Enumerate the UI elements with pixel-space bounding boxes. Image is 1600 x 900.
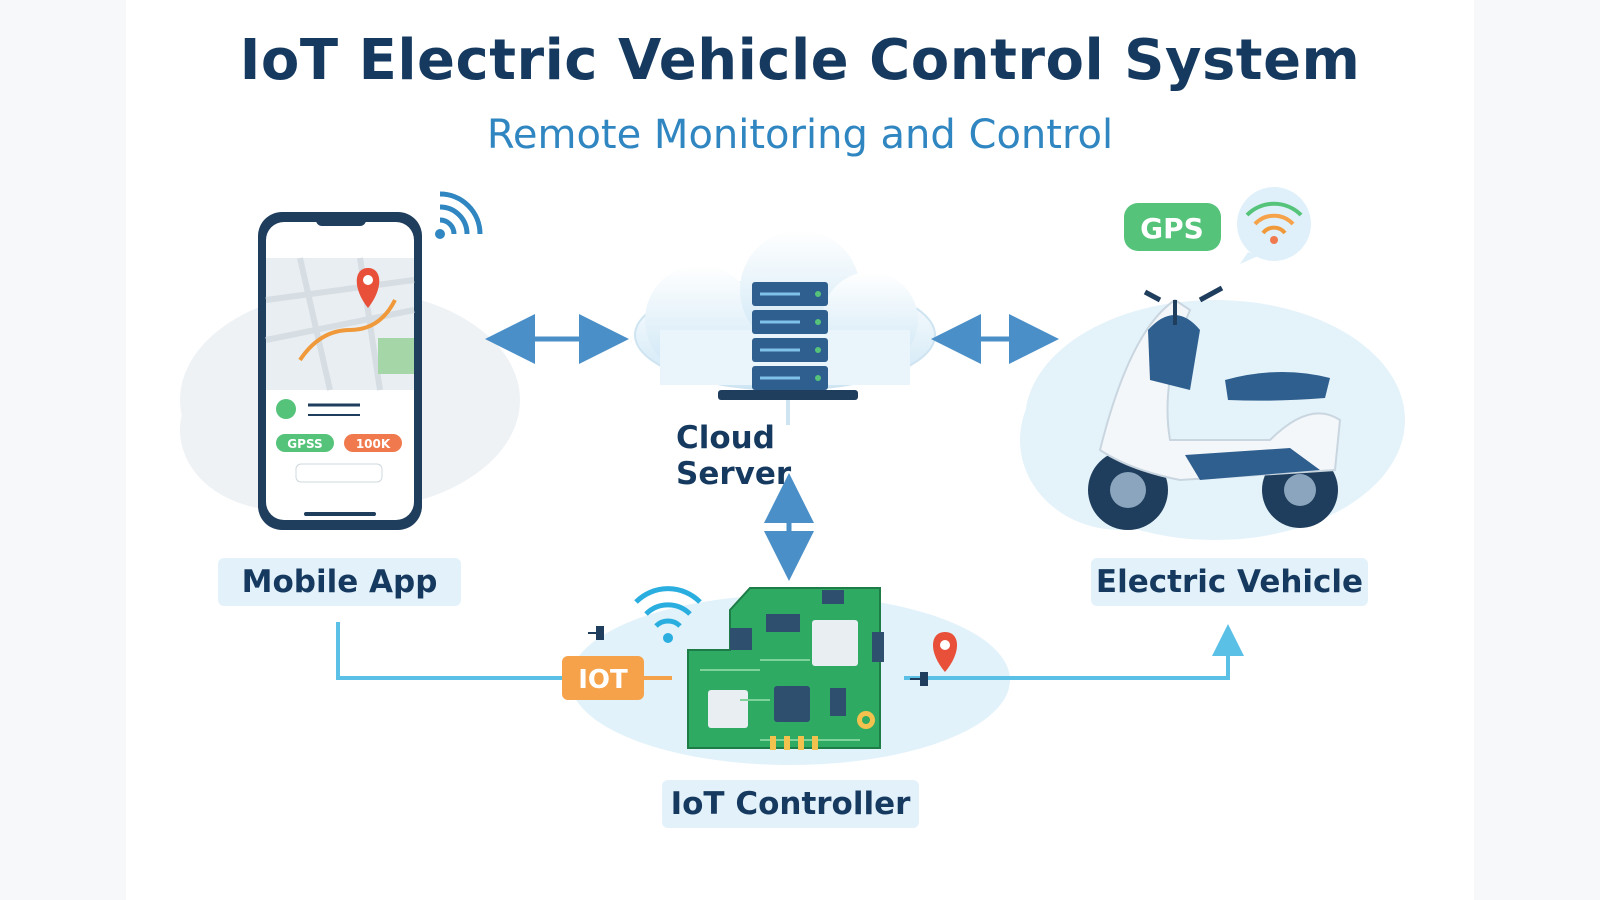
label-mobile-app: Mobile App: [218, 558, 461, 606]
iot-tag: IOT: [562, 656, 644, 700]
connector-mobile-controller: [336, 622, 566, 680]
plug-icon: [588, 626, 604, 640]
map-pin-icon: [356, 268, 380, 308]
plug-icon: [910, 672, 928, 686]
gps-badge: GPS: [1124, 203, 1221, 251]
mobile-badge-gps: GPSS: [287, 437, 322, 451]
page-subtitle: Remote Monitoring and Control: [486, 112, 1114, 158]
wifi-icon: [634, 586, 702, 643]
label-electric-vehicle: Electric Vehicle: [1091, 558, 1368, 606]
page-title: IoT Electric Vehicle Control System: [239, 28, 1361, 93]
scooter-icon: [1088, 285, 1342, 530]
map-pin-icon: [932, 632, 958, 672]
circuit-board-icon: [687, 587, 884, 750]
wifi-bubble-icon: [1237, 187, 1311, 264]
mobile-badge-value: 100K: [356, 437, 391, 451]
smartphone-icon: GPSS 100K: [258, 212, 422, 530]
iot-tag-label: IOT: [578, 665, 628, 695]
connector-controller-vehicle: [904, 624, 1244, 680]
server-rack-icon: [718, 282, 858, 425]
label-cloud-server: Cloud Server: [676, 420, 792, 492]
vehicle-backdrop: [1020, 300, 1405, 540]
gps-badge-label: GPS: [1140, 212, 1204, 245]
label-iot-controller: IoT Controller: [662, 780, 919, 828]
wifi-icon: [435, 191, 483, 239]
